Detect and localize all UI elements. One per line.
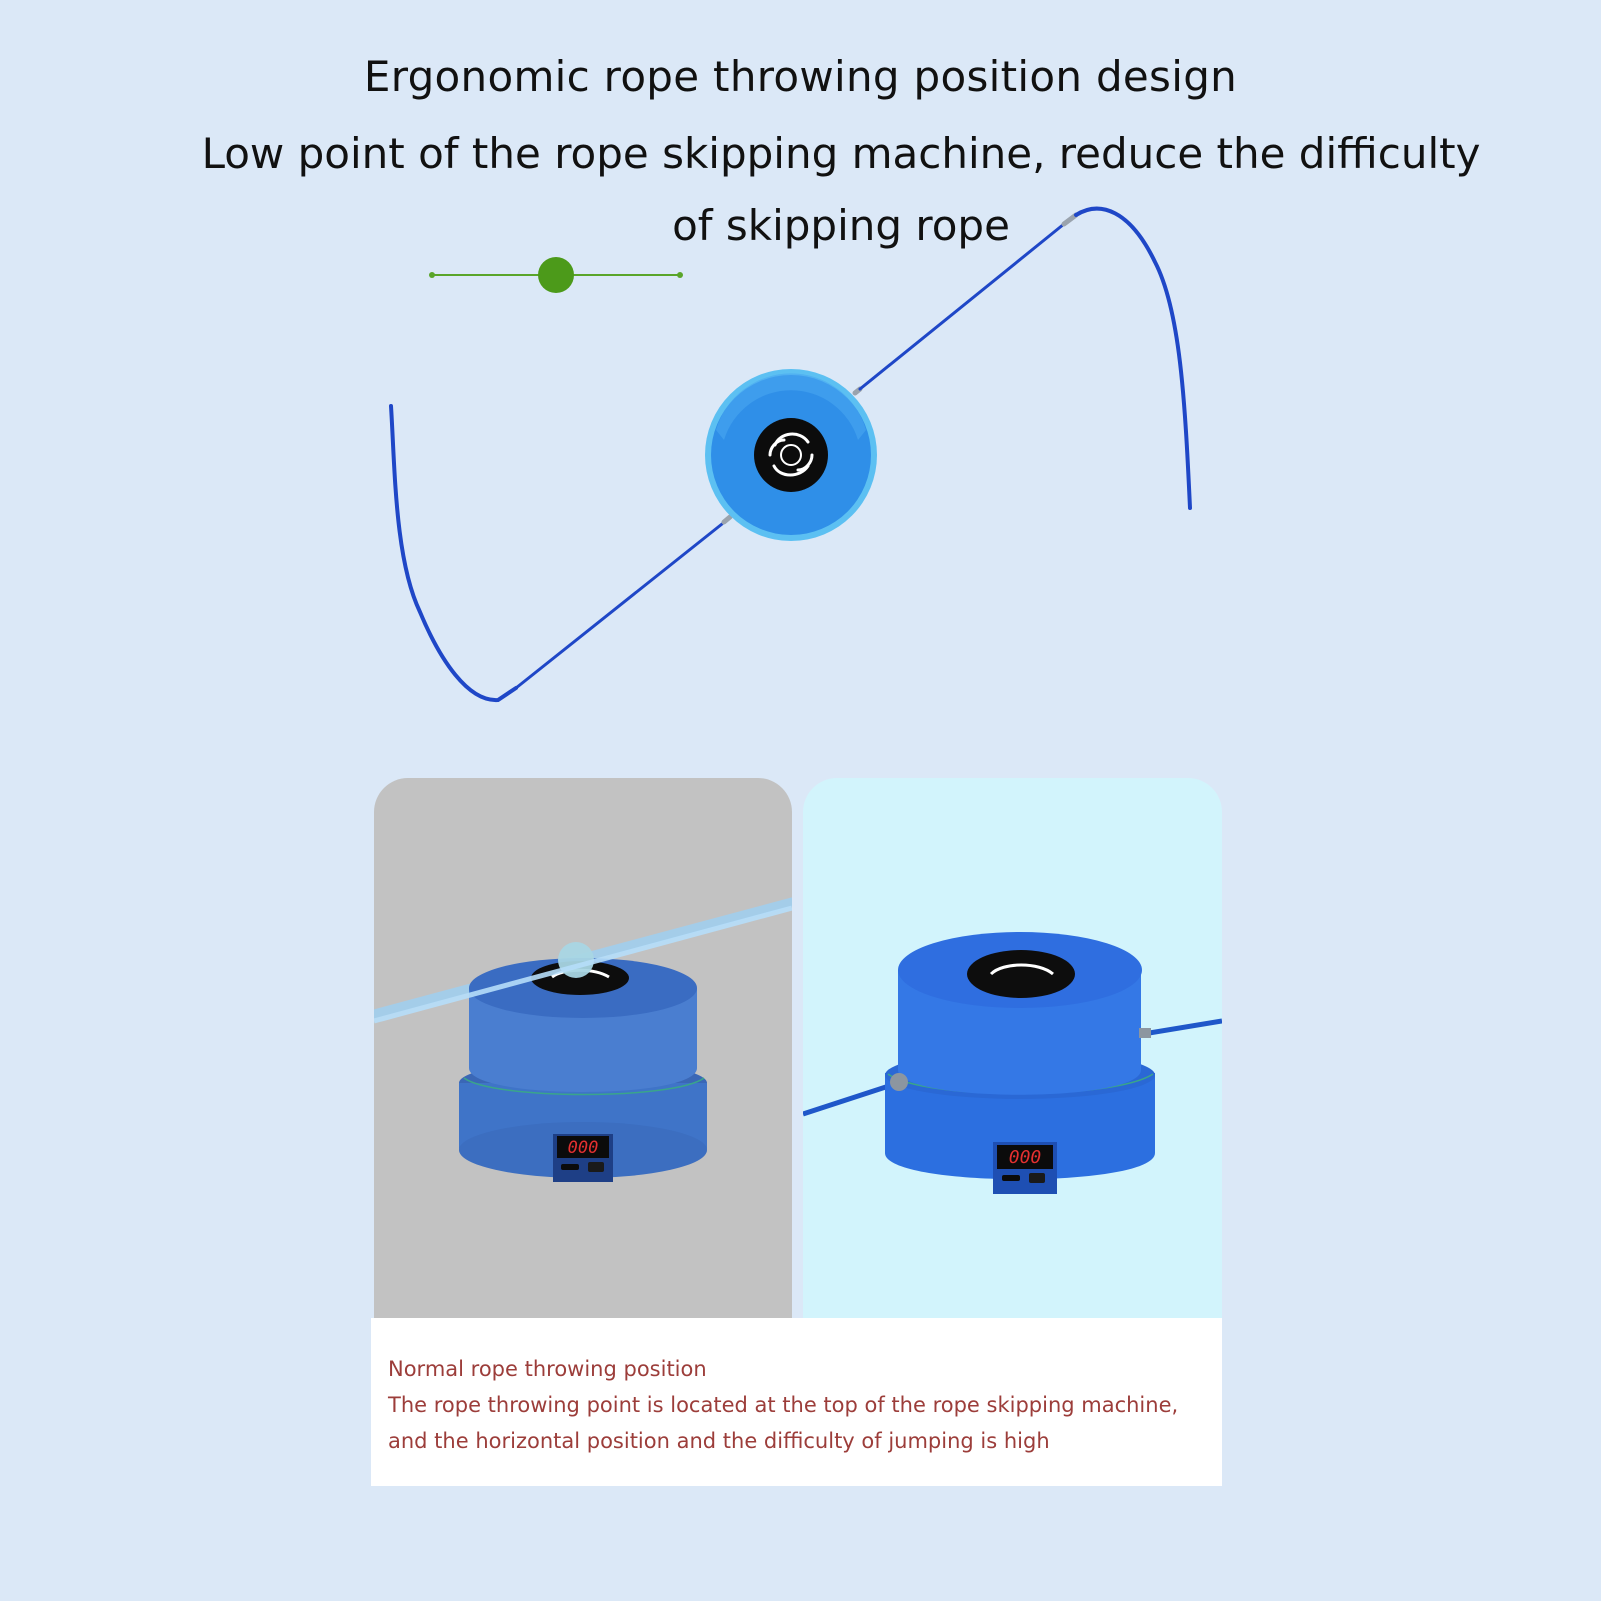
rope-front-highlight xyxy=(374,905,792,1024)
slider-knob xyxy=(538,257,574,293)
rope-connector-left xyxy=(890,1073,908,1091)
page-subtitle: Low point of the rope skipping machine, … xyxy=(201,129,1481,250)
rope-right xyxy=(1142,1018,1222,1037)
slider-track-end-right xyxy=(677,272,683,278)
digit-readout: 000 xyxy=(1009,1147,1042,1168)
rope-connector-right xyxy=(1139,1028,1151,1038)
dragon-logo-icon xyxy=(768,432,814,477)
caption-heading: Normal rope throwing position xyxy=(388,1357,707,1381)
device-seam xyxy=(463,1077,705,1096)
rope xyxy=(389,206,1192,703)
power-switch xyxy=(1029,1173,1045,1183)
comparison-panel-normal: 000 xyxy=(374,778,792,1318)
device-normal-illustration: 000 xyxy=(374,897,792,1182)
caption-box: Normal rope throwing position The rope t… xyxy=(371,1318,1222,1486)
page-title: Ergonomic rope throwing position design xyxy=(363,52,1238,101)
digit-display xyxy=(997,1145,1053,1169)
digit-readout: 000 xyxy=(568,1138,599,1158)
usb-port xyxy=(561,1164,579,1170)
device-base xyxy=(885,1073,1155,1180)
slider-decoration xyxy=(429,257,683,293)
rope-left-connector xyxy=(721,514,733,525)
rope-left xyxy=(803,1080,899,1117)
device-ergonomic-illustration: 000 xyxy=(803,932,1222,1194)
digit-display xyxy=(557,1136,609,1158)
rope-right-curve xyxy=(1074,206,1192,510)
rope-right-straight xyxy=(858,222,1066,391)
rope-right-tip xyxy=(1061,212,1079,227)
dragon-logo-icon xyxy=(989,963,1054,976)
device-logo-badge xyxy=(754,418,828,492)
device-disc-highlight xyxy=(716,373,866,440)
device-top-view xyxy=(705,369,877,541)
slider-track-end-left xyxy=(429,272,435,278)
hero-illustration xyxy=(389,206,1192,703)
device-upper-body xyxy=(469,988,697,1092)
device-logo-plate xyxy=(967,950,1075,998)
rope-left-curve xyxy=(389,404,518,703)
rope-bead xyxy=(558,942,594,978)
comparison-panel-ergonomic: 000 xyxy=(803,778,1222,1318)
caption-body: The rope throwing point is located at th… xyxy=(388,1393,1179,1453)
usb-port xyxy=(1002,1175,1020,1181)
rope-left-straight xyxy=(514,522,724,690)
power-switch xyxy=(588,1162,604,1172)
